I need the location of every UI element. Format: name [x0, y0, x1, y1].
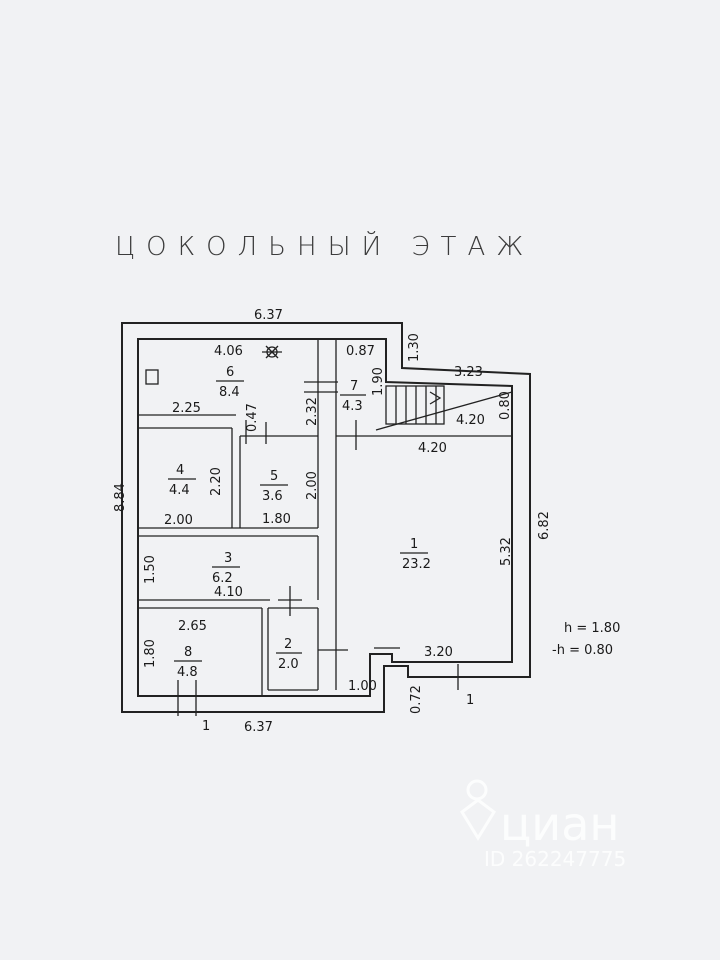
dim-r4-width: 2.00: [164, 513, 193, 528]
room-labels: 1 23.2 2 2.0 3 6.2 4 4.4 5 3.6 6 8.4: [168, 365, 431, 680]
room-8-label: 8 4.8: [174, 645, 202, 680]
staircase: [375, 385, 513, 431]
dim-r7-width: 0.87: [346, 344, 375, 359]
svg-text:7: 7: [350, 379, 358, 394]
svg-text:6.2: 6.2: [212, 571, 233, 586]
dim-r3-width: 4.10: [214, 585, 243, 600]
dim-left-total: 8.84: [113, 483, 128, 512]
dim-stair-height: 0.80: [498, 391, 513, 420]
dim-r7-height: 1.90: [371, 367, 386, 396]
room-5-label: 5 3.6: [260, 469, 288, 504]
dim-right-total: 6.82: [537, 511, 552, 540]
svg-text:8: 8: [184, 645, 192, 660]
dim-r1-top: 4.20: [418, 441, 447, 456]
legend-minus-h: -h = 0.80: [552, 643, 613, 658]
room-6-label: 6 8.4: [216, 365, 244, 400]
watermark: циан ID 262247775: [460, 779, 626, 871]
dim-r8-height: 1.80: [143, 639, 158, 668]
svg-text:3: 3: [224, 551, 232, 566]
plan-title: ЦОКОЛЬНЫЙ ЭТАЖ: [115, 230, 534, 262]
svg-text:4.3: 4.3: [342, 399, 363, 414]
svg-text:2.0: 2.0: [278, 657, 299, 672]
svg-text:1: 1: [410, 537, 418, 552]
dim-bottom-total: 6.37: [244, 720, 273, 735]
watermark-brand: циан: [500, 797, 619, 851]
dim-entry-depth: 0.72: [409, 685, 424, 714]
axis-mark-bottom-right: 1: [466, 693, 474, 708]
room-2-label: 2 2.0: [276, 637, 302, 672]
dim-r1-height: 5.32: [499, 537, 514, 566]
svg-text:4.8: 4.8: [177, 665, 198, 680]
svg-text:6: 6: [226, 365, 234, 380]
room-1-label: 1 23.2: [400, 537, 431, 572]
dim-top-total: 6.37: [254, 308, 283, 323]
legend-h: h = 1.80: [564, 621, 620, 636]
dim-r4-height: 2.20: [209, 467, 224, 496]
svg-text:4.4: 4.4: [169, 483, 190, 498]
dim-door-width: 1.00: [348, 679, 377, 694]
dim-r6-height: 2.32: [305, 397, 320, 426]
room-3-label: 3 6.2: [212, 551, 240, 586]
dim-r6-width: 4.06: [214, 344, 243, 359]
door-marks: [145, 345, 459, 716]
svg-text:5: 5: [270, 469, 278, 484]
dim-stair-width: 4.20: [456, 413, 485, 428]
dim-stair-top: 3.23: [454, 365, 483, 380]
room-4-label: 4 4.4: [168, 463, 196, 498]
dim-r5-height: 2.00: [305, 471, 320, 500]
svg-text:3.6: 3.6: [262, 489, 283, 504]
dim-r1-bottom: 3.20: [424, 645, 453, 660]
watermark-id: ID 262247775: [484, 847, 626, 871]
svg-text:4: 4: [176, 463, 184, 478]
outer-walls: [121, 322, 531, 713]
dim-r5-width: 1.80: [262, 512, 291, 527]
dim-r8-width: 2.65: [178, 619, 207, 634]
axis-mark-bottom-left: 1: [202, 719, 210, 734]
dim-wall-gap: 0.47: [245, 403, 260, 432]
svg-text:23.2: 23.2: [402, 557, 431, 572]
dimension-labels: 6.37 6.37 8.84 6.82 4.06 0.87 1.30 1.90 …: [113, 308, 552, 735]
dim-r6-lower: 2.25: [172, 401, 201, 416]
interior-walls: [138, 339, 512, 696]
dim-r3-height: 1.50: [143, 555, 158, 584]
svg-text:2: 2: [284, 637, 292, 652]
dim-notch-depth: 1.30: [407, 333, 422, 362]
room-7-label: 7 4.3: [340, 379, 366, 414]
svg-text:8.4: 8.4: [219, 385, 240, 400]
height-legend: h = 1.80 -h = 0.80: [552, 621, 620, 658]
cian-logo-icon: [460, 779, 496, 841]
